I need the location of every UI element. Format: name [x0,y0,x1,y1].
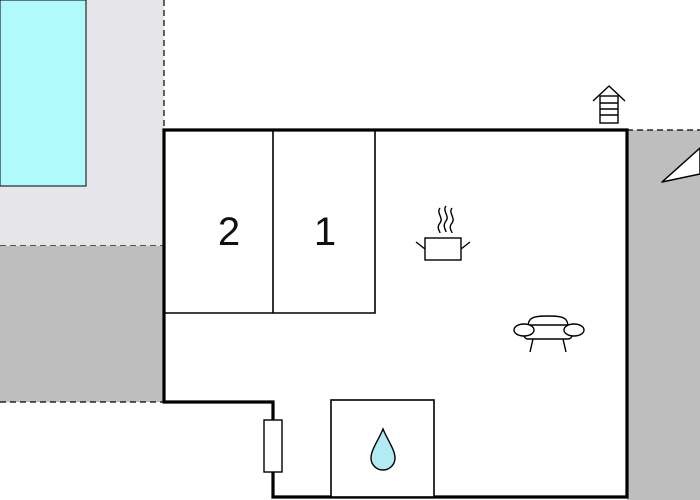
pool-area [0,0,87,187]
kitchen-pot-icon [415,205,471,261]
water-drop-icon [370,427,396,471]
chimney-icon [592,85,626,124]
bedroom-walls [164,130,376,314]
room-number-2: 2 [218,210,240,254]
terrace-left [0,246,164,402]
entrance-door-icon [263,419,283,473]
sofa-icon [513,315,585,353]
room-number-1: 1 [314,210,336,254]
terrace-right [627,130,700,500]
house-outer-wall [162,128,629,499]
roof-gable-icon [661,147,700,183]
